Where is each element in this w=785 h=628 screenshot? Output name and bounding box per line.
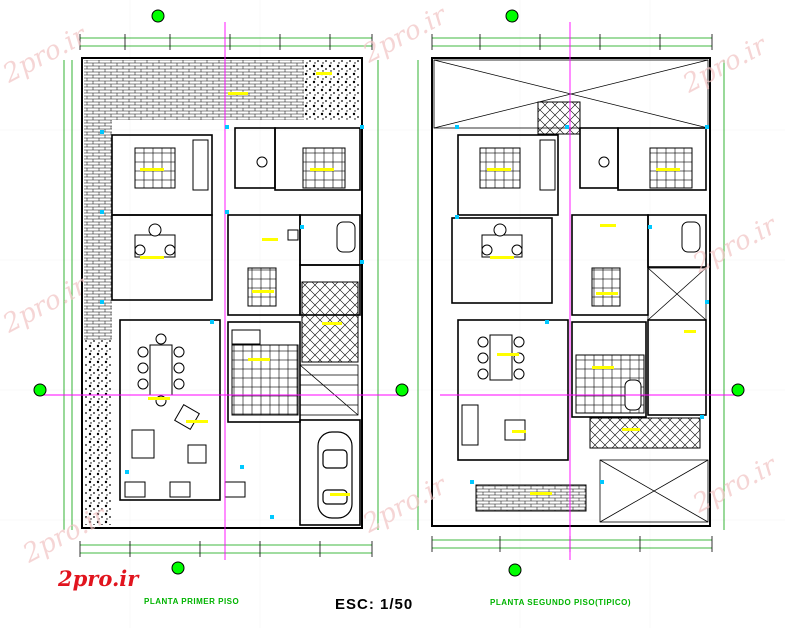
dimension-lines-left (63, 37, 379, 554)
axis-lines (40, 22, 740, 560)
yellow-label-bars (140, 72, 696, 496)
site-logo: 2pro.ir (58, 566, 139, 591)
first-floor-label: PLANTA PRIMER PISO (144, 597, 240, 606)
dimension-ticks-left (79, 34, 373, 557)
scale-label: ESC: 1/50 (335, 596, 414, 613)
second-floor-label: PLANTA SEGUNDO PISO(TIPICO) (490, 598, 632, 607)
dimension-lines-right (417, 37, 725, 549)
bath-left (192, 139, 356, 253)
beds-right (479, 147, 693, 307)
axis-markers (33, 9, 745, 577)
desk-right (481, 223, 523, 258)
beds-left (134, 147, 346, 307)
second-floor-rooms (451, 127, 707, 461)
first-floor-rooms (111, 127, 361, 526)
second-floor-plan (417, 34, 725, 552)
cyan-fixture-dots (100, 125, 709, 519)
living-left (124, 404, 246, 498)
car-icon (317, 431, 353, 519)
desk-left (134, 223, 176, 258)
dining-left (137, 333, 185, 407)
dimension-ticks-right (431, 34, 713, 552)
first-floor-plan (63, 34, 379, 557)
